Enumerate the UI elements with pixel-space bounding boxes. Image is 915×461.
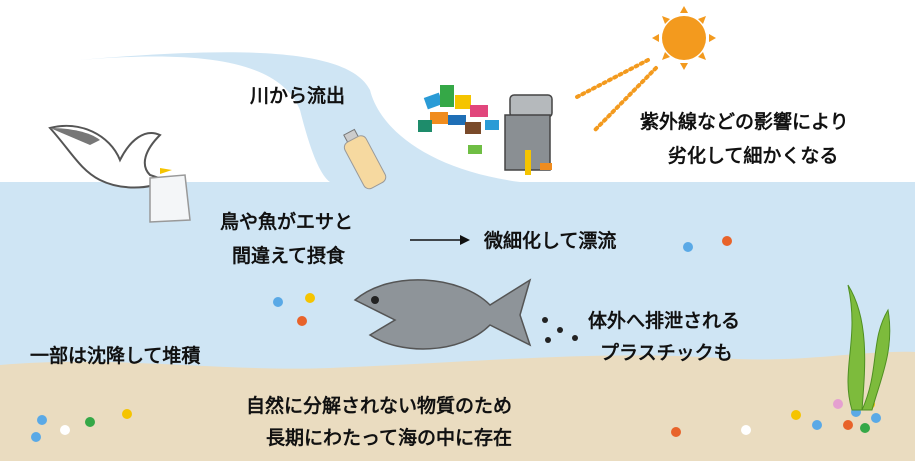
uv-rays bbox=[573, 58, 658, 132]
label-persist-line1: 自然に分解されない物質のため bbox=[246, 394, 512, 417]
seaweed-icon bbox=[847, 284, 891, 411]
excreted-particles bbox=[542, 317, 578, 343]
label-persist-line2: 長期にわたって海の中に存在 bbox=[266, 426, 512, 449]
plastic-bottle-icon bbox=[343, 128, 387, 190]
trash-can-icon bbox=[504, 94, 553, 175]
river-flow bbox=[80, 52, 520, 182]
label-excrete-line2: プラスチックも bbox=[600, 341, 733, 364]
label-eat-line2: 間違えて摂食 bbox=[232, 244, 346, 267]
fish-icon bbox=[353, 278, 532, 350]
label-river-outflow: 川から流出 bbox=[249, 84, 345, 107]
seagull-icon bbox=[48, 124, 172, 189]
label-uv-line2: 劣化して細かくなる bbox=[668, 144, 838, 167]
plastic-trash-pile-icon bbox=[418, 85, 499, 154]
label-eat-line1: 鳥や魚がエサと bbox=[220, 210, 353, 233]
arrow-right-icon bbox=[410, 235, 470, 245]
seabed-sand bbox=[0, 351, 915, 461]
label-drift: 微細化して漂流 bbox=[483, 229, 616, 252]
sun-icon bbox=[652, 6, 716, 70]
label-uv-line1: 紫外線などの影響により bbox=[640, 110, 849, 133]
label-sediment: 一部は沈降して堆積 bbox=[30, 344, 200, 367]
label-excrete-line1: 体外へ排泄される bbox=[588, 309, 740, 332]
plastic-bag-icon bbox=[149, 174, 191, 223]
